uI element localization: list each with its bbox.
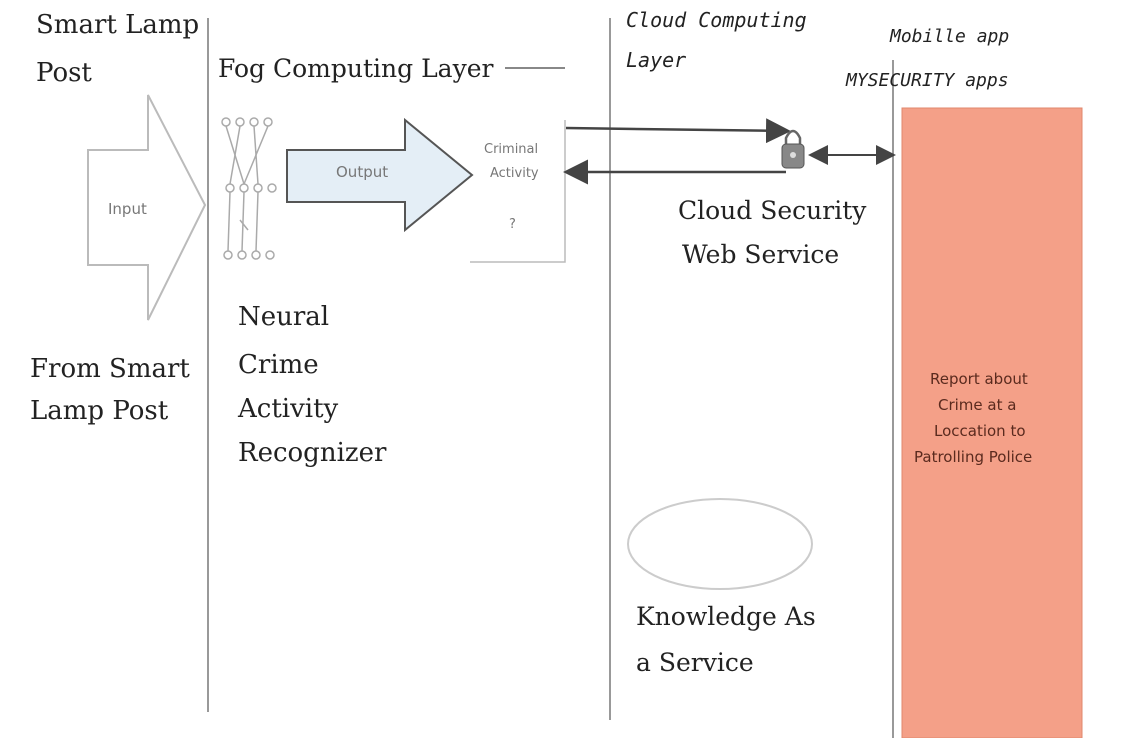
knowledge-line2: a Service (636, 648, 754, 677)
output-label: Output (336, 163, 389, 181)
from-smart-lamp-line2: Lamp Post (30, 396, 169, 426)
mobile-app-title-line2: MYSECURITY apps (846, 70, 1009, 91)
cloud-security-line1: Cloud Security (678, 196, 867, 225)
smart-lamp-title-line2: Post (36, 58, 92, 88)
criminal-activity-question: ? (509, 217, 516, 232)
criminal-activity-line1: Criminal (484, 142, 539, 157)
neural-network-icon (221, 117, 277, 260)
report-line1: Report about (930, 370, 1028, 388)
fog-layer-title: Fog Computing Layer (218, 54, 494, 83)
report-line2: Crime at a (938, 396, 1017, 414)
lock-icon (781, 129, 805, 169)
neural-line4: Recognizer (238, 438, 387, 468)
criminal-activity-line2: Activity (490, 166, 539, 181)
input-arrow (87, 94, 207, 321)
report-line4: Patrolling Police (914, 448, 1033, 466)
report-line3: Loccation to (934, 422, 1026, 440)
cloud-layer-title-line1: Cloud Computing (626, 8, 807, 32)
knowledge-ellipse (627, 498, 813, 590)
from-smart-lamp-line1: From Smart (30, 354, 190, 384)
neural-line2: Crime (238, 350, 319, 380)
mobile-app-title-line1: Mobille app (890, 26, 1010, 47)
arrow-to-cloud (565, 118, 791, 144)
neural-line1: Neural (238, 302, 330, 332)
cloud-security-line2: Web Service (682, 240, 840, 269)
smart-lamp-title-line1: Smart Lamp (36, 10, 200, 40)
report-panel (901, 107, 1083, 738)
output-arrow (286, 117, 474, 233)
knowledge-line1: Knowledge As (636, 602, 816, 631)
neural-line3: Activity (238, 394, 339, 424)
cloud-layer-title-line2: Layer (626, 48, 687, 72)
input-label: Input (108, 200, 147, 218)
